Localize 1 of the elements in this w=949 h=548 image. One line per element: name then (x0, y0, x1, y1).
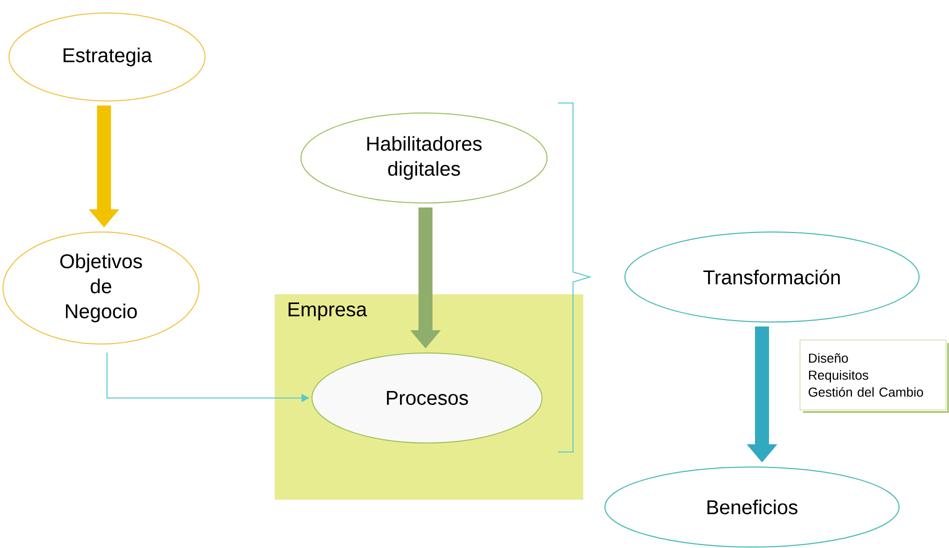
note-box: Diseño Requisitos Gestión del Cambio (800, 340, 949, 413)
